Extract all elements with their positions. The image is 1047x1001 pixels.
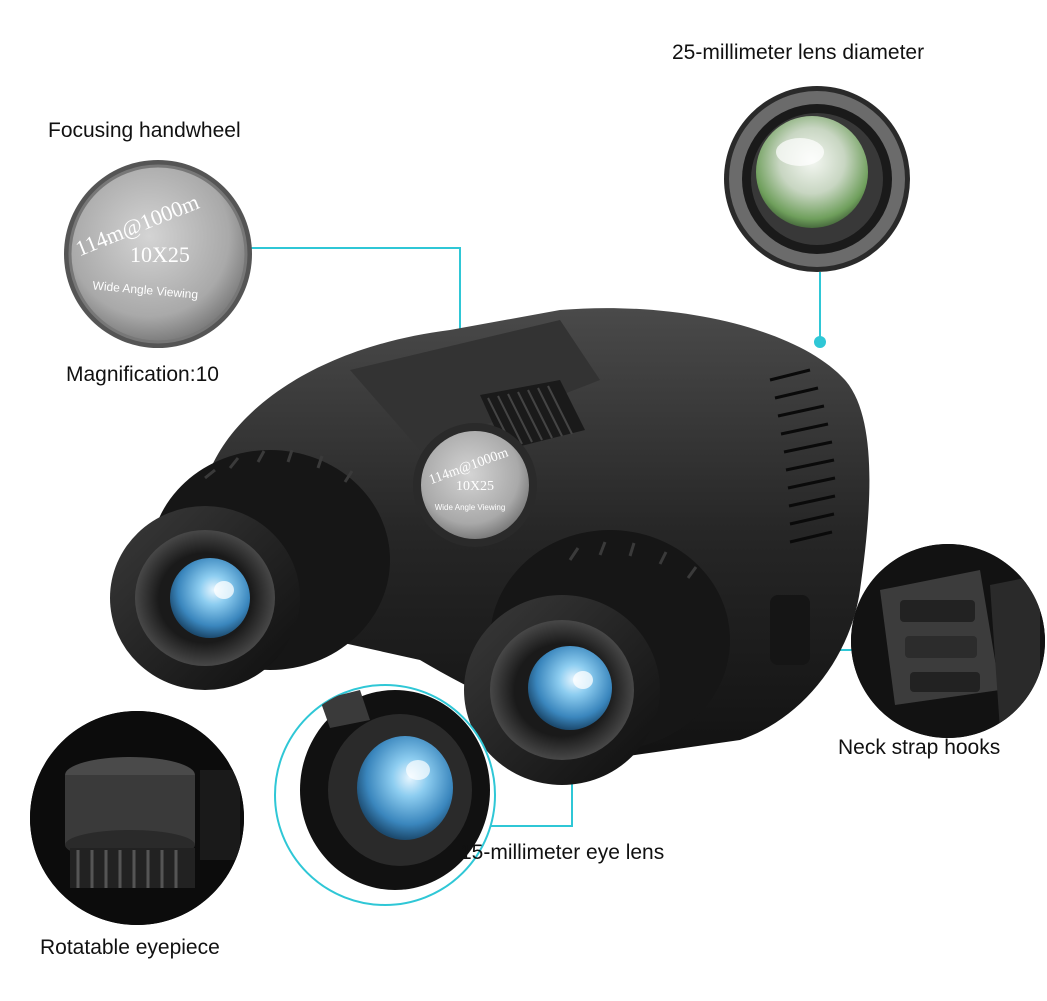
label-focusing-handwheel: Focusing handwheel: [48, 119, 241, 142]
eye-lens-inset: [274, 684, 496, 906]
rotatable-eyepiece-inset: [30, 711, 244, 925]
label-eye-lens: 15-millimeter eye lens: [460, 841, 665, 864]
strap-hooks-inset: [851, 544, 1045, 738]
left-eyepiece: [110, 449, 390, 690]
wheel-model-text-small: 10X25: [456, 479, 494, 494]
wheel-view-text-small: Wide Angle Viewing: [435, 503, 506, 512]
label-rotatable-eyepiece: Rotatable eyepiece: [40, 936, 220, 959]
wheel-model-text: 10X25: [130, 242, 190, 267]
handwheel-inset: [64, 160, 252, 348]
label-lens-diameter: 25-millimeter lens diameter: [672, 41, 925, 64]
label-magnification: Magnification:10: [66, 363, 219, 386]
label-neck-strap-hooks: Neck strap hooks: [838, 736, 1001, 759]
right-eyepiece: [464, 530, 730, 785]
objective-lens-inset: [724, 86, 910, 272]
